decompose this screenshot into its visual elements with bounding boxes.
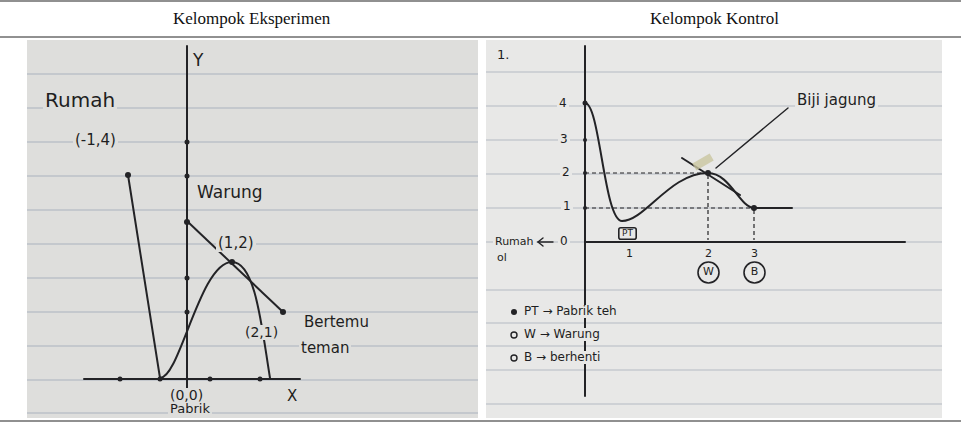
table-rule — [0, 420, 961, 421]
handwritten-label: (1,2) — [216, 235, 256, 252]
right-photo — [486, 40, 942, 418]
handwritten-label: Warung — [195, 183, 264, 202]
table-rule — [0, 37, 961, 38]
node-text: B — [743, 266, 766, 278]
handwritten-label: teman — [299, 340, 351, 357]
handwritten-label: 4 — [557, 97, 569, 110]
handwritten-label: 1. — [495, 48, 511, 62]
handwritten-label: Y — [191, 51, 205, 70]
table-rule — [0, 0, 961, 1]
handwritten-label: B → berhenti — [522, 351, 602, 364]
handwritten-label: Pabrik — [168, 402, 212, 416]
abbreviation-box: PT — [618, 227, 637, 240]
abbreviation-circle: W — [697, 261, 720, 284]
node-text: PT — [618, 229, 637, 239]
handwritten-label: Rumah — [43, 89, 117, 111]
handwritten-label: PT → Pabrik teh — [522, 305, 619, 318]
handwritten-label: 3 — [749, 248, 760, 260]
handwritten-label: 1 — [624, 248, 635, 260]
handwritten-label: 0 — [558, 235, 570, 248]
handwritten-label: Biji jagung — [795, 92, 878, 109]
handwritten-label: 2 — [703, 248, 714, 260]
handwritten-label: W → Warung — [522, 328, 602, 341]
handwritten-label: (2,1) — [243, 325, 280, 340]
handwritten-label: 1 — [561, 200, 573, 213]
handwritten-label: 2 — [560, 166, 572, 179]
handwritten-label: 3 — [558, 133, 570, 146]
handwritten-label: Rumah — [493, 236, 536, 248]
handwritten-label: ol — [495, 252, 509, 264]
column-header: Kelompok Kontrol — [648, 10, 781, 29]
handwritten-label: (-1,4) — [73, 132, 118, 149]
left-photo — [27, 40, 478, 418]
column-header: Kelompok Eksperimen — [171, 10, 332, 29]
node-text: W — [697, 266, 720, 278]
abbreviation-circle: B — [743, 261, 766, 284]
handwritten-label: X — [285, 388, 299, 405]
handwritten-label: Bertemu — [302, 314, 371, 331]
